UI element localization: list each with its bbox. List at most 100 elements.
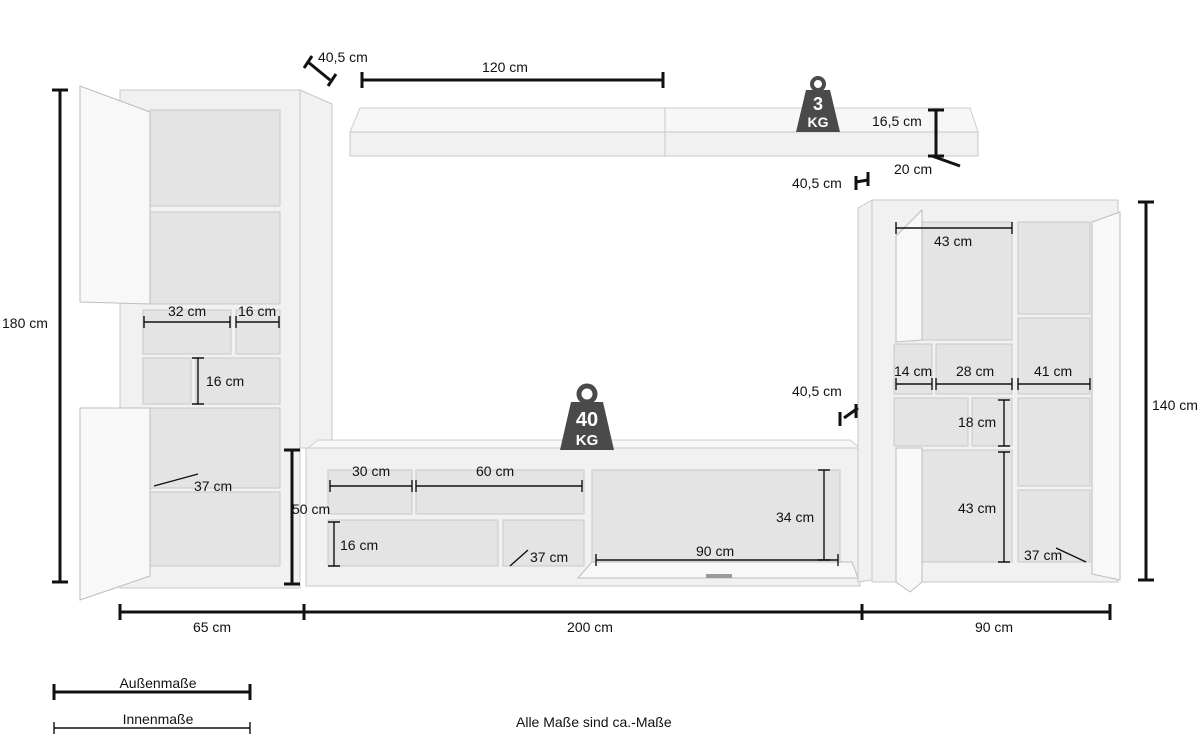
legend-inner-line — [53, 722, 251, 734]
right-cabinet-mid-left-2 — [935, 343, 1013, 395]
right-depth-line — [854, 172, 870, 190]
shelf-height-label: 16,5 cm — [872, 113, 922, 129]
legend-inner-label: Innenmaße — [123, 711, 194, 727]
left-16w-line — [235, 316, 280, 328]
tv-weight-value: 40 — [576, 409, 598, 431]
tv-depth-line — [838, 404, 859, 426]
right-cabinet-mid-right-1 — [1017, 317, 1091, 395]
tv-weight-body — [560, 402, 614, 450]
shelf-weight-body — [796, 90, 840, 132]
right-cabinet-lower-left-door — [895, 447, 923, 593]
left-50-label: 50 cm — [292, 501, 330, 517]
left-37-label: 37 cm — [194, 478, 232, 494]
tv-board-large-compartment — [591, 469, 841, 563]
tv-weight-unit: KG — [576, 432, 599, 449]
tv-board-compartment-d — [502, 519, 585, 567]
outer-dimension-lines — [52, 55, 1154, 620]
left-cabinet-bottom-compartment — [149, 491, 281, 567]
shelf-weight-value: 3 — [813, 94, 823, 114]
left-16h-line — [192, 357, 204, 405]
bottom-90-label: 90 cm — [975, 619, 1013, 635]
shelf-width-line — [360, 72, 665, 88]
tv-weight-ring — [576, 383, 598, 405]
tv-weight-icon: 40 KG — [560, 383, 614, 450]
right-28-line — [935, 378, 1013, 390]
left-cabinet-lower-compartment — [149, 407, 281, 489]
right-cabinet-top-left — [921, 221, 1013, 341]
right-43w-line — [895, 222, 1013, 234]
left-32-line — [143, 316, 231, 328]
wall-shelf-front — [349, 131, 979, 157]
right-41-line — [1017, 378, 1091, 390]
left-16w-label: 16 cm — [238, 303, 276, 319]
left-cabinet-lower-door — [79, 407, 151, 601]
tv-board-compartment-c — [327, 519, 499, 567]
bottom-200-label: 200 cm — [567, 619, 613, 635]
tv-30-label: 30 cm — [352, 463, 390, 479]
left-depth-label: 40,5 cm — [318, 49, 368, 65]
left-16h-label: 16 cm — [206, 373, 244, 389]
right-cabinet-top-right — [1017, 221, 1091, 315]
left-cabinet-mid-right-compartment — [235, 309, 281, 355]
legend-outer-label: Außenmaße — [119, 675, 196, 691]
dimension-labels: 180 cm 40,5 cm 120 cm 16,5 cm 20 cm 40,5… — [2, 49, 1198, 635]
bottom-65-label: 65 cm — [193, 619, 231, 635]
right-41-label: 41 cm — [1034, 363, 1072, 379]
left-50-line — [284, 448, 300, 586]
tv-depth-label: 40,5 cm — [792, 383, 842, 399]
legend-outer-line — [52, 684, 252, 700]
right-18-label: 18 cm — [958, 414, 996, 430]
right-cabinet-mid-left-1 — [893, 343, 933, 395]
tv-34-label: 34 cm — [776, 509, 814, 525]
right-14-label: 14 cm — [894, 363, 932, 379]
tv-board-handle — [706, 574, 732, 578]
left-tall-cabinet — [79, 85, 333, 601]
right-43h-label: 43 cm — [958, 500, 996, 516]
left-depth-line — [302, 55, 338, 87]
left-cabinet-mid-left-compartment — [142, 309, 232, 355]
tv-60-line — [415, 480, 583, 492]
shelf-weight-icon: 3 KG — [796, 76, 840, 132]
bottom-200-line — [302, 604, 862, 620]
right-height-label: 140 cm — [1152, 397, 1198, 413]
right-cabinet-bottom-left — [921, 449, 1013, 563]
right-height-line — [1138, 200, 1154, 582]
right-cabinet-side — [857, 199, 873, 583]
tv-16-label: 16 cm — [340, 537, 378, 553]
right-43h-line — [998, 451, 1010, 563]
left-height-label: 180 cm — [2, 315, 48, 331]
tv-60-label: 60 cm — [476, 463, 514, 479]
left-cabinet-top-compartment — [149, 109, 281, 207]
shelf-weight-unit: KG — [808, 114, 829, 130]
tv-37-label: 37 cm — [530, 549, 568, 565]
shelf-weight-ring — [810, 76, 826, 92]
shelf-depth-line — [931, 154, 961, 168]
left-cabinet-upper-door — [79, 85, 151, 305]
left-37-line — [153, 473, 199, 487]
tv-board — [305, 439, 862, 587]
right-37-label: 37 cm — [1024, 547, 1062, 563]
left-32-label: 32 cm — [168, 303, 206, 319]
shelf-width-label: 120 cm — [482, 59, 528, 75]
right-cabinet-mid-left-3 — [893, 397, 969, 447]
left-cabinet-upper-compartment — [149, 211, 281, 305]
legend: Außenmaße Innenmaße — [52, 675, 252, 734]
right-18-line — [998, 399, 1010, 447]
right-28-label: 28 cm — [956, 363, 994, 379]
left-cabinet-small-compartment-2 — [195, 357, 281, 405]
shelf-depth-label: 20 cm — [894, 161, 932, 177]
right-cabinet — [857, 199, 1121, 593]
right-cabinet-upper-left-door — [895, 208, 923, 343]
tv-board-compartment-a — [327, 469, 413, 515]
bottom-65-line — [118, 604, 304, 620]
right-cabinet-mid-right-2 — [1017, 397, 1091, 487]
right-depth-label: 40,5 cm — [792, 175, 842, 191]
left-height-line — [52, 88, 68, 584]
right-43w-label: 43 cm — [934, 233, 972, 249]
tv-board-compartment-b — [415, 469, 585, 515]
right-14-line — [895, 378, 933, 390]
left-cabinet-small-compartment — [142, 357, 192, 405]
right-cabinet-mid-left-4 — [971, 397, 1013, 447]
inner-dimension-lines — [143, 222, 1091, 567]
